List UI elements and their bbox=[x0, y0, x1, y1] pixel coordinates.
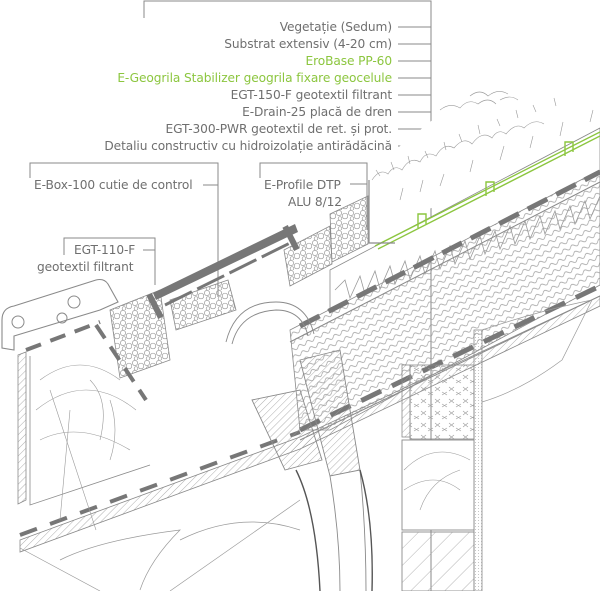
label-substrate: Substrat extensiv (4-20 cm) bbox=[224, 37, 392, 51]
timber-grain bbox=[19, 499, 301, 591]
label-egt-110-1: EGT-110-F bbox=[74, 243, 136, 257]
drain-outlet bbox=[225, 301, 373, 591]
label-egt-150: EGT-150-F geotextil filtrant bbox=[230, 88, 392, 102]
wall-section bbox=[401, 299, 593, 591]
label-vegetation: Vegetație (Sedum) bbox=[279, 20, 392, 34]
vegetation-layer bbox=[368, 40, 600, 250]
geogrid-green bbox=[374, 131, 600, 250]
label-egt-110-2: geotextil filtrant bbox=[37, 260, 134, 274]
label-e-box: E-Box-100 cutie de control bbox=[34, 178, 193, 192]
label-e-drain: E-Drain-25 placă de dren bbox=[242, 105, 392, 119]
label-detaliu: Detaliu constructiv cu hidroizolație ant… bbox=[104, 139, 392, 153]
label-e-profile-1: E-Profile DTP bbox=[264, 178, 341, 192]
label-egt-300: EGT-300-PWR geotextil de ret. și prot. bbox=[165, 122, 393, 136]
gravel-strip bbox=[109, 195, 369, 379]
e-box-control-box bbox=[146, 224, 300, 319]
label-e-profile-2: ALU 8/12 bbox=[288, 195, 342, 209]
parapet-left bbox=[1, 278, 151, 531]
label-erobase: EroBase PP-60 bbox=[305, 54, 393, 68]
label-geogrila: E-Geogrila Stabilizer geogrila fixare ge… bbox=[117, 71, 392, 85]
